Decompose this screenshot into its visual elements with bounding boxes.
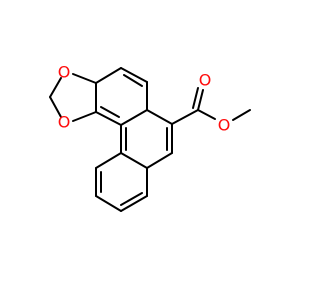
bond <box>72 73 97 84</box>
ring-c <box>95 152 148 212</box>
bond <box>49 77 62 98</box>
oxygen-atom-label: O <box>218 116 231 135</box>
bond <box>197 89 204 111</box>
ring-a <box>95 67 148 126</box>
bond <box>72 111 97 122</box>
bond <box>95 152 122 169</box>
bond <box>95 195 122 212</box>
bond <box>120 109 148 126</box>
bond <box>95 111 122 126</box>
bond <box>146 109 173 125</box>
bond <box>197 109 216 120</box>
bond <box>120 195 148 212</box>
ring-b <box>120 109 173 169</box>
bond <box>120 192 143 206</box>
bond <box>120 67 148 83</box>
bond <box>100 106 120 118</box>
bond <box>192 87 199 109</box>
oxygen-atom-label: O <box>58 113 71 132</box>
bond <box>95 67 122 84</box>
dioxole-ring <box>49 73 97 122</box>
oxygen-atom-label: O <box>58 63 71 82</box>
bond <box>120 152 148 169</box>
bond <box>123 74 143 87</box>
bond <box>146 152 173 169</box>
ester-group <box>171 87 251 125</box>
chemical-structure-diagram: O O O O <box>49 63 251 212</box>
bond <box>49 96 62 118</box>
bond <box>232 109 251 121</box>
oxygen-atom-label: O <box>199 71 212 90</box>
bond <box>171 109 199 125</box>
